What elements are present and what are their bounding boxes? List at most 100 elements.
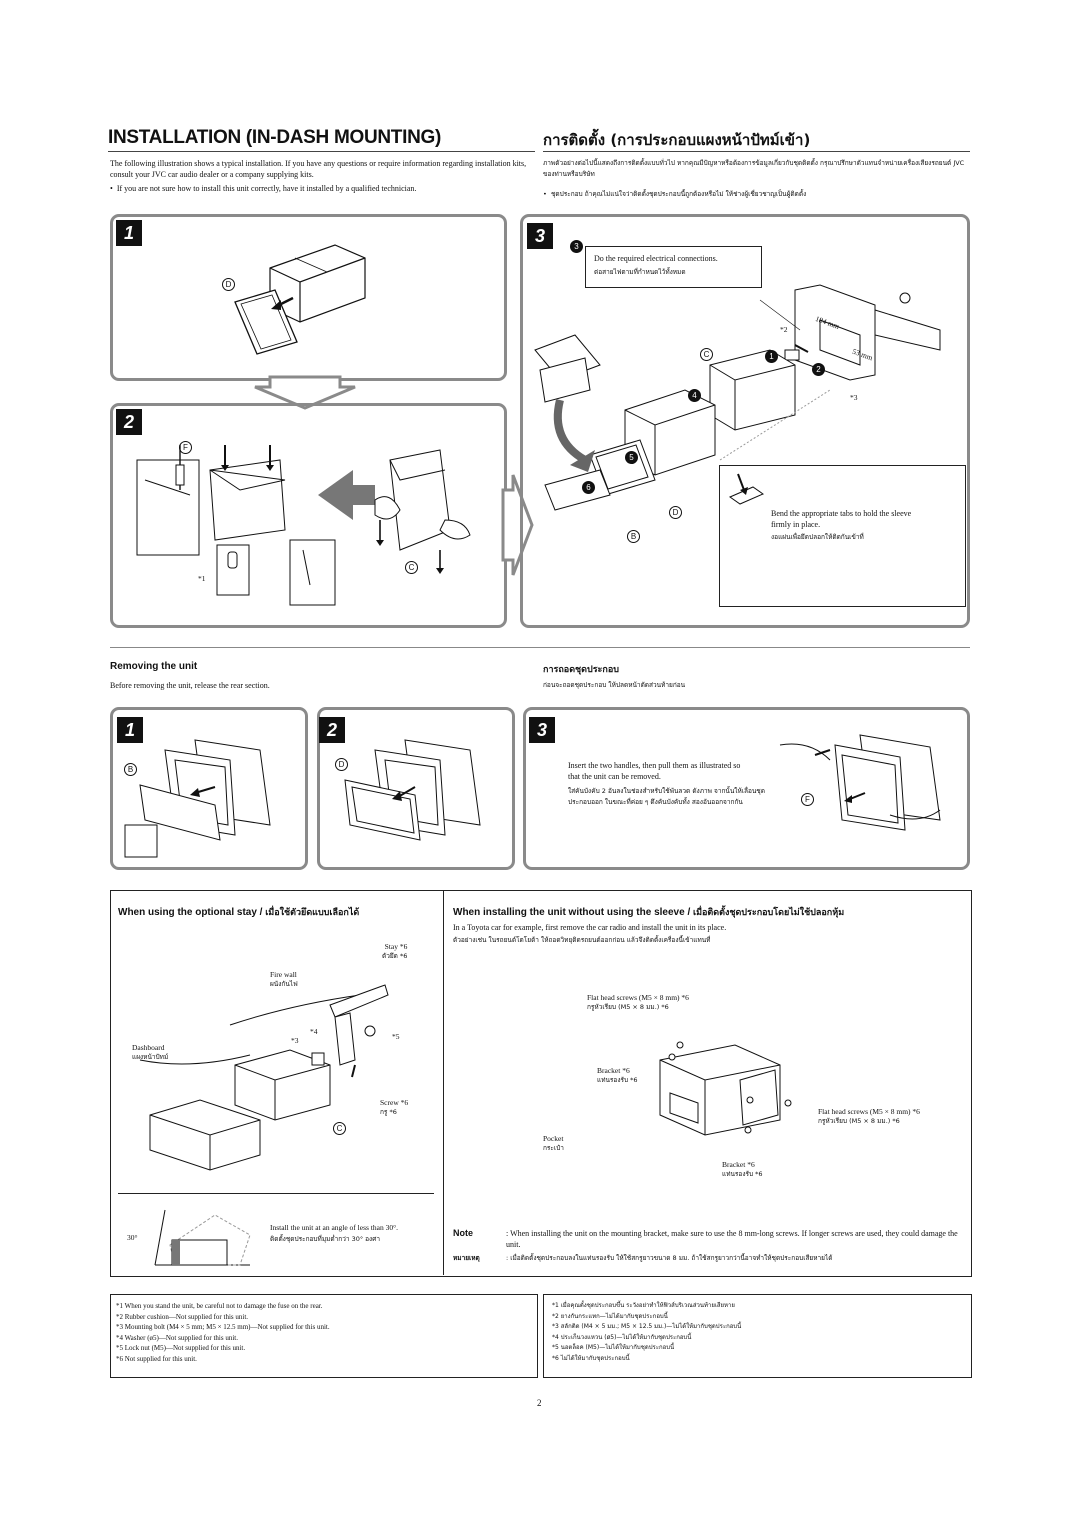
footnote-en-6: *6 Not supplied for this unit. [116, 1354, 197, 1363]
footnotes-th-box [543, 1294, 972, 1378]
step3-n2: 2 [812, 363, 825, 376]
install-step3-star3: *3 [850, 393, 858, 402]
footnote-en-1: *1 When you stand the unit, be careful n… [116, 1302, 323, 1310]
flat2-label: Flat head screws (M5 × 8 mm) *6 กรูหัวเร… [818, 1107, 920, 1126]
bracket1-label: Bracket *6 แท่นรองรับ *6 [597, 1066, 638, 1085]
stay-illustration [139, 984, 389, 1171]
sleeve-desc-th: ตัวอย่างเช่น ในรถยนต์โตโยต้า ให้ถอดวิทยุ… [453, 936, 711, 944]
removing-desc-en: Before removing the unit, release the re… [110, 681, 270, 690]
title-rule-left [108, 151, 535, 152]
install-step1-number: 1 [116, 220, 142, 246]
handles-th: ใส่คันบังคับ 2 อันลงในช่องสำหรับใช้พันลว… [568, 787, 765, 806]
footnote-th-3: *3 สลักติด (M4 × 5 มม.; M5 × 12.5 มม.)—ไ… [552, 1323, 742, 1330]
bracket2-label-en: Bracket *6 [722, 1160, 755, 1169]
stay-label-c: C [333, 1122, 346, 1135]
step3-n4: 4 [688, 389, 701, 402]
install-step3-number: 3 [527, 223, 553, 249]
install-step3-label-c: C [700, 348, 713, 361]
firewall-label: Fire wall ผนังกันไฟ [270, 970, 298, 989]
intro-th: ภาพตัวอย่างต่อไปนี้แสดงถึงการติดตั้งแบบท… [543, 159, 965, 178]
remove-step3-number: 3 [529, 717, 555, 743]
sleeve-illustration [659, 1041, 792, 1136]
step3-n5: 5 [625, 451, 638, 464]
title-en: INSTALLATION (IN-DASH MOUNTING) [108, 127, 442, 148]
sleeve-title: When installing the unit without using t… [453, 905, 844, 919]
remove-step2-illustration [344, 739, 481, 841]
stay-label: Stay *6 ตัวยึด *6 [382, 942, 407, 961]
stay-title-en: When using the optional stay / [118, 907, 263, 918]
angle-illustration [154, 1209, 251, 1266]
bend-en: Bend the appropriate tabs to hold the sl… [771, 509, 912, 529]
stay-label-en: Stay *6 [384, 942, 408, 951]
install-step2-star1: *1 [198, 574, 206, 583]
note-label-th: หมายเหตุ [453, 1254, 480, 1262]
stay-star5: *5 [392, 1032, 400, 1041]
install-step2-illustration [136, 445, 471, 606]
install-step3-label-b: B [627, 530, 640, 543]
install-step1-label-d: D [222, 278, 235, 291]
sleeve-desc-en: In a Toyota car for example, first remov… [453, 923, 727, 932]
step3-n1: 1 [765, 350, 778, 363]
bracket2-label: Bracket *6 แท่นรองรับ *6 [722, 1160, 763, 1179]
title-rule-right [543, 151, 970, 152]
footnote-en-5: *5 Lock nut (M5)—Not supplied for this u… [116, 1344, 246, 1352]
bracket1-label-th: แท่นรองรับ *6 [597, 1076, 638, 1084]
dashboard-label: Dashboard แผงหน้าปัทม์ [132, 1043, 168, 1062]
dashboard-label-en: Dashboard [132, 1043, 165, 1052]
bracket2-label-th: แท่นรองรับ *6 [722, 1170, 763, 1178]
footnote-th-6: *6 ไม่ได้ให้มากับชุดประกอบนี้ [552, 1354, 630, 1362]
bend-callout [719, 465, 966, 607]
footnote-en-2: *2 Rubber cushion—Not supplied for this … [116, 1312, 249, 1321]
firewall-label-th: ผนังกันไฟ [270, 980, 298, 988]
flat2-label-en: Flat head screws (M5 × 8 mm) *6 [818, 1107, 920, 1116]
elec-th: ต่อสายไฟตามที่กำหนดไว้ทั้งหมด [594, 268, 686, 276]
install-step3-label-d: D [669, 506, 682, 519]
stay-title-th: เมื่อใช้ตัวยึดแบบเลือกได้ [265, 908, 360, 918]
footnote-th-1: *1 เมื่อคุณตั้งชุดประกอบขึ้น ระวังอย่าทำ… [552, 1302, 735, 1309]
lower-section-box [110, 890, 972, 1277]
screw-label: Screw *6 กรู *6 [380, 1098, 408, 1117]
flat1-label: Flat head screws (M5 × 8 mm) *6 กรูหัวเร… [587, 993, 689, 1012]
bend-th: งอแผ่นเพื่อยึดปลอกให้ติดกันเข้าที่ [771, 533, 864, 541]
install-step2-label-f: F [179, 441, 192, 454]
footnote-th-4: *4 ประเก็นวงแหวน (ø5)—ไม่ได้ให้มากับชุดป… [552, 1333, 692, 1341]
electrical-callout [585, 246, 762, 288]
remove-step2-number: 2 [319, 717, 345, 743]
note-label-en: Note [453, 1228, 473, 1238]
page-number: 2 [537, 1398, 542, 1408]
note-en: : When installing the unit on the mounti… [506, 1229, 958, 1249]
note-block: Note : When installing the unit on the m… [453, 1228, 963, 1264]
remove-step2-label-d: D [335, 758, 348, 771]
bullet-th-text: ชุดประกอบ ถ้าคุณไม่แน่ใจว่าติดตั้งชุดประ… [550, 190, 807, 198]
install-step1-illustration [234, 244, 366, 355]
removing-desc-th: ก่อนจะถอดชุดประกอบ ให้ปลดหน้าตัดส่วนท้าย… [543, 681, 686, 689]
remove-step1-illustration [124, 739, 271, 858]
remove-step1-panel [110, 707, 308, 870]
footnote-th-2: *2 ยางกันกระแทก—ไม่ได้มากับชุดประกอบนี้ [552, 1312, 668, 1320]
remove-step1-label-b: B [124, 763, 137, 776]
install-step2-label-c: C [405, 561, 418, 574]
footnotes-en-box [110, 1294, 538, 1378]
pocket-label-en: Pocket [543, 1134, 564, 1143]
screw-label-en: Screw *6 [380, 1098, 409, 1107]
intro-en: The following illustration shows a typic… [110, 159, 527, 179]
stay-title: When using the optional stay / เมื่อใช้ต… [118, 905, 359, 919]
step3-n6: 6 [582, 481, 595, 494]
bracket1-label-en: Bracket *6 [597, 1066, 630, 1075]
footnote-th-5: *5 นอตล็อค (M5)—ไม่ได้ให้มากับชุดประกอบน… [552, 1344, 675, 1351]
sleeve-title-th: เมื่อติดตั้งชุดประกอบโดยไม่ใช้ปลอกหุ้ม [693, 908, 845, 918]
bullet-th: • ชุดประกอบ ถ้าคุณไม่แน่ใจว่าติดตั้งชุดป… [543, 190, 807, 198]
bullet-en: • If you are not sure how to install thi… [110, 184, 417, 193]
remove-step3-panel [523, 707, 970, 870]
flow-arrow-down [254, 375, 356, 410]
footnote-en-4: *4 Washer (ø5)—Not supplied for this uni… [116, 1333, 238, 1342]
install-step3-illustration [534, 284, 941, 511]
remove-step2-panel [317, 707, 515, 870]
bullet-en-text: If you are not sure how to install this … [116, 184, 417, 193]
elec-en: Do the required electrical connections. [594, 254, 718, 263]
remove-step3-label-f: F [801, 793, 814, 806]
pocket-label-th: กระเป๋า [543, 1144, 564, 1152]
footnotes-en: *1 When you stand the unit, be careful n… [116, 1301, 330, 1364]
stay-divider [118, 1193, 434, 1194]
sleeve-title-en: When installing the unit without using t… [453, 907, 691, 918]
